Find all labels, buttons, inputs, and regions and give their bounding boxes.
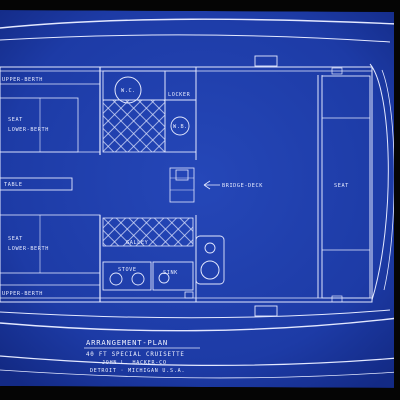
label-sink: SINK xyxy=(163,270,178,276)
wash-basin-icon xyxy=(170,116,190,136)
photo-edge-top xyxy=(0,0,400,12)
hatch-bottom xyxy=(254,305,278,317)
icebox-top-lid-icon xyxy=(204,242,216,254)
label-bridge-deck: BRIDGE-DECK xyxy=(222,183,263,189)
label-seat-right: SEAT xyxy=(334,183,349,189)
bridge-deck-arrow xyxy=(203,180,220,190)
label-lower-berth-bottom: LOWER-BERTH xyxy=(8,246,49,252)
table xyxy=(0,177,73,191)
hatch-top xyxy=(254,55,278,67)
stove xyxy=(102,261,152,291)
label-table: TABLE xyxy=(4,182,23,188)
label-wash-basin: W.B. xyxy=(173,124,188,130)
sink xyxy=(152,261,194,291)
stove-burner-right-icon xyxy=(131,272,145,286)
label-stove: STOVE xyxy=(118,267,137,273)
icebox-lid-icon xyxy=(200,260,220,280)
label-upper-berth-top: UPPER-BERTH xyxy=(2,77,43,83)
photo-edge-bottom xyxy=(0,386,400,400)
label-lower-berth-top: LOWER-BERTH xyxy=(8,127,49,133)
title-block: ARRANGEMENT-PLAN 40 FT SPECIAL CRUISETTE… xyxy=(84,338,200,374)
hull-outline xyxy=(0,18,399,379)
label-upper-berth-bottom: UPPER-BERTH xyxy=(2,291,43,297)
cleat-bottom xyxy=(331,295,343,303)
icebox xyxy=(184,235,225,299)
head-compartment xyxy=(102,70,197,153)
label-seat-bottom: SEAT xyxy=(8,236,23,242)
title-line-1: ARRANGEMENT-PLAN xyxy=(86,338,168,347)
stove-burner-left-icon xyxy=(109,272,123,286)
photo-edge-right xyxy=(394,0,400,400)
galley xyxy=(102,217,194,291)
title-line-2: 40 FT SPECIAL CRUISETTE xyxy=(86,352,185,358)
berth-bottom xyxy=(0,214,101,286)
companion-steps xyxy=(169,167,195,203)
label-locker: LOCKER xyxy=(168,92,191,98)
cleat-top xyxy=(331,67,343,75)
berth-top xyxy=(0,83,100,153)
toilet-icon xyxy=(114,76,142,104)
label-galley: GALLEY xyxy=(126,240,149,246)
seat-right xyxy=(321,75,371,299)
label-seat-top: SEAT xyxy=(8,117,23,123)
sink-drain-icon xyxy=(158,272,170,284)
label-wc: W.C. xyxy=(121,88,136,94)
title-line-3: JOHN L. HACKER-CO xyxy=(102,360,167,366)
title-line-4: DETROIT · MICHIGAN U.S.A. xyxy=(90,368,185,374)
